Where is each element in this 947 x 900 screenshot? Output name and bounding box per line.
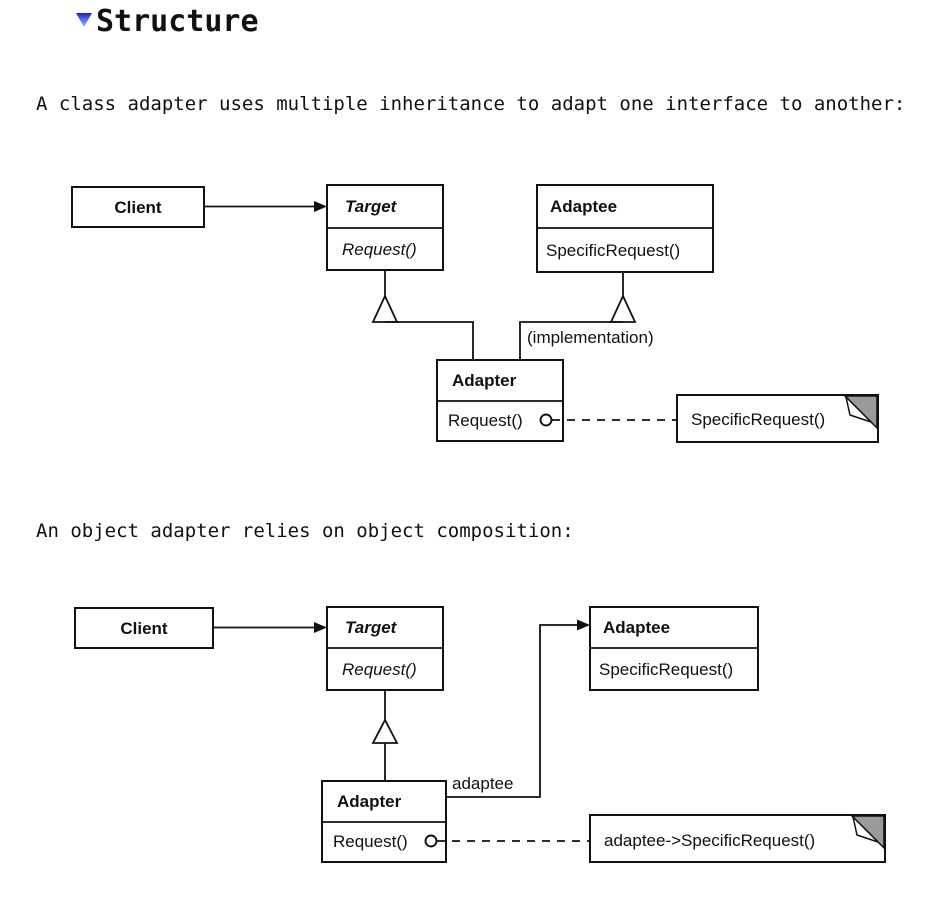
class-name-adapter: Adapter (337, 792, 402, 811)
association-label: adaptee (452, 774, 513, 793)
class-adapter-diagram: Client Target Request() Adaptee Specific… (71, 184, 879, 443)
note-text: SpecificRequest() (691, 410, 825, 429)
method-adapter-request: Request() (448, 411, 523, 430)
implementation-label: (implementation) (527, 328, 654, 347)
collapse-triangle-icon[interactable] (75, 12, 93, 28)
inheritance-target (371, 270, 474, 359)
client-box-rect (71, 186, 205, 228)
inheritance-triangle-icon (371, 718, 399, 744)
inheritance-connector (385, 321, 474, 359)
inheritance-triangle-icon (371, 293, 399, 323)
class-name-client: Client (114, 198, 162, 217)
note-fold-flap-icon (851, 814, 879, 843)
inheritance-target (371, 690, 399, 782)
section-title: Structure (96, 4, 259, 39)
section-header: Structure (75, 5, 259, 39)
class-name-client: Client (120, 619, 168, 638)
client-target-association (213, 622, 327, 633)
note-anchor-circle-icon (539, 413, 553, 427)
method-adaptee-specificrequest: SpecificRequest() (546, 241, 680, 260)
note-box-specificrequest: SpecificRequest() (676, 394, 879, 443)
triangle-shape (76, 13, 92, 27)
note-rect (589, 814, 886, 863)
class-box-adaptee: Adaptee SpecificRequest() (536, 184, 714, 273)
class-name-adaptee: Adaptee (603, 618, 670, 637)
class-adapter-intro: A class adapter uses multiple inheritanc… (36, 93, 906, 115)
method-target-request: Request() (342, 660, 417, 679)
client-target-association (204, 201, 327, 212)
class-box-client: Client (74, 607, 214, 649)
class-box-adapter: Adapter Request() (321, 780, 447, 863)
note-text: adaptee->SpecificRequest() (604, 831, 815, 850)
method-adapter-request: Request() (333, 832, 408, 851)
class-box-client: Client (71, 186, 205, 228)
solid-arrowhead-icon (314, 622, 327, 633)
class-box-target: Target Request() (326, 606, 444, 691)
class-box-adapter: Adapter Request() (436, 359, 564, 442)
solid-arrowhead-icon (314, 201, 327, 212)
method-adaptee-specificrequest: SpecificRequest() (599, 660, 733, 679)
solid-arrowhead-icon (577, 619, 590, 631)
inheritance-connector (519, 321, 623, 359)
object-adapter-diagram: Client Target Request() Adaptee Specific… (74, 606, 886, 863)
class-name-target: Target (345, 618, 398, 637)
object-adapter-intro: An object adapter relies on object compo… (36, 520, 574, 542)
class-name-target: Target (345, 197, 398, 216)
method-target-request: Request() (342, 240, 417, 259)
class-box-adaptee: Adaptee SpecificRequest() (589, 606, 759, 691)
inheritance-adaptee: (implementation) (519, 272, 654, 359)
note-anchor-circle-icon (424, 834, 438, 848)
class-name-adaptee: Adaptee (550, 197, 617, 216)
class-box-target: Target Request() (326, 184, 444, 271)
association-connector (446, 624, 578, 798)
note-rect (676, 394, 879, 443)
note-box-adaptee-specificrequest: adaptee->SpecificRequest() (589, 814, 886, 863)
class-name-adapter: Adapter (452, 371, 517, 390)
note-fold-flap-icon (844, 394, 872, 423)
inheritance-triangle-icon (609, 293, 637, 323)
adaptee-association: adaptee (446, 619, 590, 798)
